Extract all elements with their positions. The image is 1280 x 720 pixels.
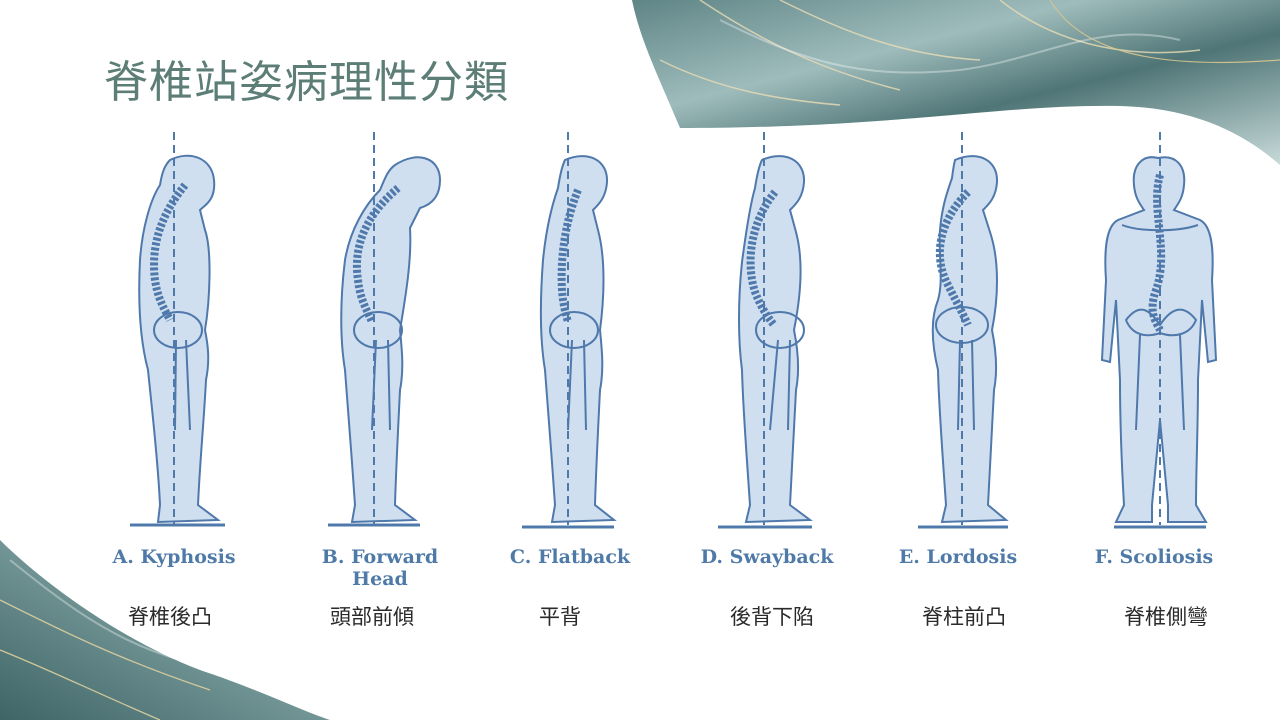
caption-zh-scoliosis: 脊椎側彎 [1124, 605, 1208, 629]
caption-en-flatback: C. Flatback [509, 546, 631, 568]
figure-flatback [522, 132, 617, 529]
caption-zh-forward-head: 頭部前傾 [330, 605, 414, 629]
caption-en-forward-head: B. Forward Head [321, 546, 439, 590]
figure-scoliosis [1100, 132, 1218, 529]
figure-lordosis [918, 132, 1009, 529]
caption-en-kyphosis: A. Kyphosis [112, 546, 236, 568]
caption-zh-swayback: 後背下陷 [730, 605, 814, 629]
page-title: 脊椎站姿病理性分類 [104, 57, 509, 108]
caption-zh-lordosis: 脊柱前凸 [922, 605, 1006, 629]
caption-en-lordosis: E. Lordosis [898, 546, 1018, 568]
figure-kyphosis [130, 132, 225, 527]
figure-swayback [718, 132, 813, 529]
caption-en-swayback: D. Swayback [700, 546, 834, 568]
figure-forward-head [328, 132, 442, 527]
caption-zh-flatback: 平背 [539, 605, 581, 629]
caption-zh-kyphosis: 脊椎後凸 [128, 605, 212, 629]
caption-en-scoliosis: F. Scoliosis [1094, 546, 1214, 568]
